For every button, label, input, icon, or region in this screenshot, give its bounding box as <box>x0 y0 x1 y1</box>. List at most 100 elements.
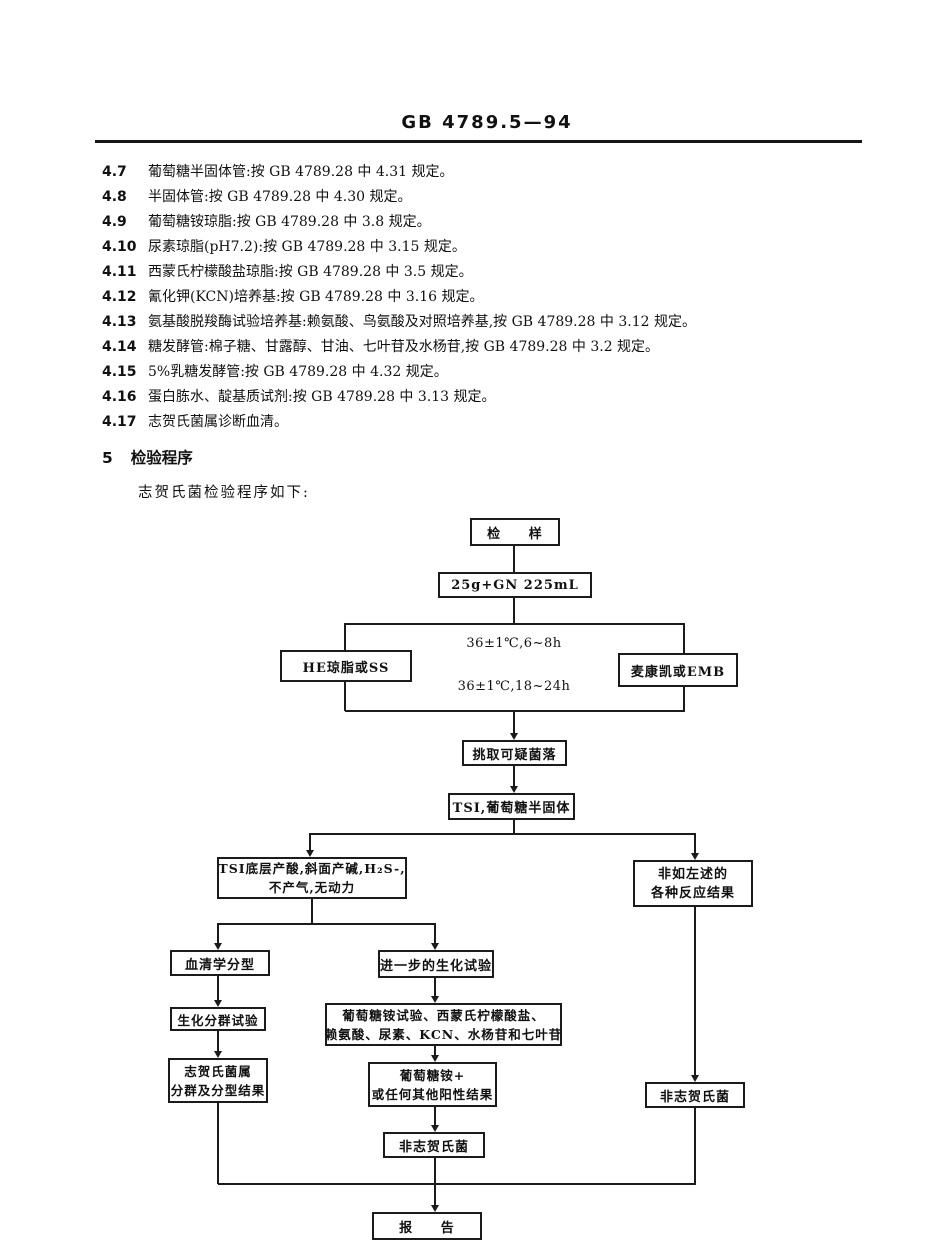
flow-box-biochem-grouping: 生化分群试验 <box>170 1007 266 1031</box>
list-item: 4.14 糖发酵管:棉子糖、甘露醇、甘油、七叶苷及水杨苷,按 GB 4789.28… <box>102 335 902 360</box>
flow-box-plate-macconkey-emb: 麦康凯或EMB <box>618 653 738 687</box>
flow-box-confirm-tests: 葡萄糖铵试验、西蒙氏柠檬酸盐、 赖氨酸、尿素、KCN、水杨苷和七叶苷 <box>325 1003 562 1046</box>
flow-box-shigella-result: 志贺氏菌属 分群及分型结果 <box>168 1058 268 1103</box>
item-text: 5%乳糖发酵管:按 GB 4789.28 中 4.32 规定。 <box>148 364 448 380</box>
connector-line <box>434 1107 436 1127</box>
arrow-down <box>214 943 222 950</box>
connector-line <box>513 597 515 624</box>
connector-line <box>434 1183 436 1207</box>
flow-box-report: 报 告 <box>372 1212 482 1240</box>
item-text: 志贺氏菌属诊断血清。 <box>148 414 288 430</box>
connector-line <box>434 923 436 945</box>
connector-line <box>434 1046 436 1057</box>
connector-line <box>434 978 436 998</box>
connector-line <box>217 976 219 1002</box>
arrow-down <box>214 1000 222 1007</box>
connector-line <box>310 833 696 835</box>
list-item: 4.11 西蒙氏柠檬酸盐琼脂:按 GB 4789.28 中 3.5 规定。 <box>102 260 902 285</box>
item-number: 4.15 <box>102 364 137 380</box>
positive-line2: 或任何其他阳性结果 <box>371 1086 494 1102</box>
item-text: 西蒙氏柠檬酸盐琼脂:按 GB 4789.28 中 3.5 规定。 <box>148 264 473 280</box>
connector-line <box>694 833 696 855</box>
incubation-note-1: 36±1℃,6~8h <box>466 636 562 651</box>
list-item: 4.15 5%乳糖发酵管:按 GB 4789.28 中 4.32 规定。 <box>102 360 902 385</box>
item-text: 葡萄糖半固体管:按 GB 4789.28 中 4.31 规定。 <box>148 164 454 180</box>
section-intro: 志贺氏菌检验程序如下: <box>138 485 310 501</box>
shigella-result-line2: 分群及分型结果 <box>170 1082 266 1098</box>
connector-line <box>513 766 515 788</box>
shigella-result-line1: 志贺氏菌属 <box>184 1063 252 1079</box>
connector-line <box>345 710 685 712</box>
item-text: 氰化钾(KCN)培养基:按 GB 4789.28 中 3.16 规定。 <box>148 289 484 305</box>
list-item: 4.7 葡萄糖半固体管:按 GB 4789.28 中 4.31 规定。 <box>102 160 902 185</box>
arrow-down <box>510 786 518 793</box>
connector-line <box>217 1103 219 1184</box>
item-text: 糖发酵管:棉子糖、甘露醇、甘油、七叶苷及水杨苷,按 GB 4789.28 中 3… <box>148 339 660 355</box>
tsi-typical-line2: 不产气,无动力 <box>268 880 356 895</box>
arrow-down <box>431 1055 439 1062</box>
positive-line1: 葡萄糖铵+ <box>399 1067 466 1083</box>
confirm-tests-line2: 赖氨酸、尿素、KCN、水杨苷和七叶苷 <box>324 1026 563 1042</box>
connector-line <box>217 923 219 945</box>
connector-line <box>513 710 515 735</box>
item-text: 半固体管:按 GB 4789.28 中 4.30 规定。 <box>148 189 412 205</box>
section-title: 检验程序 <box>130 449 193 467</box>
item-number: 4.7 <box>102 164 127 180</box>
arrow-down <box>214 1051 222 1058</box>
flow-box-serotyping: 血清学分型 <box>170 950 270 976</box>
arrow-down <box>431 996 439 1003</box>
flow-box-atypical-reactions: 非如左述的 各种反应结果 <box>633 860 753 907</box>
arrow-down <box>431 1125 439 1132</box>
arrow-down <box>510 733 518 740</box>
connector-line <box>218 923 436 925</box>
flow-box-non-shigella-mid: 非志贺氏菌 <box>383 1132 485 1158</box>
item-text: 尿素琼脂(pH7.2):按 GB 4789.28 中 3.15 规定。 <box>148 239 466 255</box>
connector-line <box>345 623 685 625</box>
reagent-list: 4.7 葡萄糖半固体管:按 GB 4789.28 中 4.31 规定。 4.8 半固… <box>102 160 902 435</box>
item-number: 4.10 <box>102 239 137 255</box>
flow-box-sample: 检 样 <box>470 518 560 546</box>
connector-line <box>694 907 696 1077</box>
connector-line <box>694 1108 696 1184</box>
atypical-line2: 各种反应结果 <box>650 885 735 901</box>
arrow-down <box>431 943 439 950</box>
tsi-typical-line1: TSI底层产酸,斜面产碱,H₂S-, <box>218 861 406 876</box>
list-item: 4.10 尿素琼脂(pH7.2):按 GB 4789.28 中 3.15 规定。 <box>102 235 902 260</box>
connector-line <box>311 899 313 924</box>
connector-line <box>217 1031 219 1053</box>
flow-box-tsi: TSI,葡萄糖半固体 <box>448 793 575 820</box>
flow-box-further-biochem: 进一步的生化试验 <box>378 950 494 978</box>
item-number: 4.12 <box>102 289 137 305</box>
arrow-down <box>691 853 699 860</box>
connector-line <box>513 546 515 573</box>
flow-box-positive-results: 葡萄糖铵+ 或任何其他阳性结果 <box>368 1062 497 1107</box>
flow-box-plate-he-ss: HE琼脂或SS <box>280 650 412 682</box>
flow-box-non-shigella-right: 非志贺氏菌 <box>645 1082 745 1108</box>
item-number: 4.13 <box>102 314 137 330</box>
item-number: 4.16 <box>102 389 137 405</box>
flow-box-tsi-typical: TSI底层产酸,斜面产碱,H₂S-, 不产气,无动力 <box>217 857 407 899</box>
flow-box-pick-colony: 挑取可疑菌落 <box>462 740 567 766</box>
list-item: 4.8 半固体管:按 GB 4789.28 中 4.30 规定。 <box>102 185 902 210</box>
item-number: 4.11 <box>102 264 137 280</box>
arrow-down <box>431 1205 439 1212</box>
list-item: 4.9 葡萄糖铵琼脂:按 GB 4789.28 中 3.8 规定。 <box>102 210 902 235</box>
connector-line <box>218 1183 696 1185</box>
atypical-line1: 非如左述的 <box>657 866 728 882</box>
confirm-tests-line1: 葡萄糖铵试验、西蒙氏柠檬酸盐、 <box>342 1007 545 1023</box>
list-item: 4.12 氰化钾(KCN)培养基:按 GB 4789.28 中 3.16 规定。 <box>102 285 902 310</box>
flow-box-enrichment: 25g+GN 225mL <box>438 572 592 598</box>
item-number: 4.14 <box>102 339 137 355</box>
item-number: 4.8 <box>102 189 127 205</box>
item-number: 4.9 <box>102 214 127 230</box>
standard-number: GB 4789.5—94 <box>401 112 573 133</box>
arrow-down <box>306 850 314 857</box>
arrow-down <box>691 1075 699 1082</box>
header-rule <box>95 140 862 143</box>
item-text: 葡萄糖铵琼脂:按 GB 4789.28 中 3.8 规定。 <box>148 214 431 230</box>
